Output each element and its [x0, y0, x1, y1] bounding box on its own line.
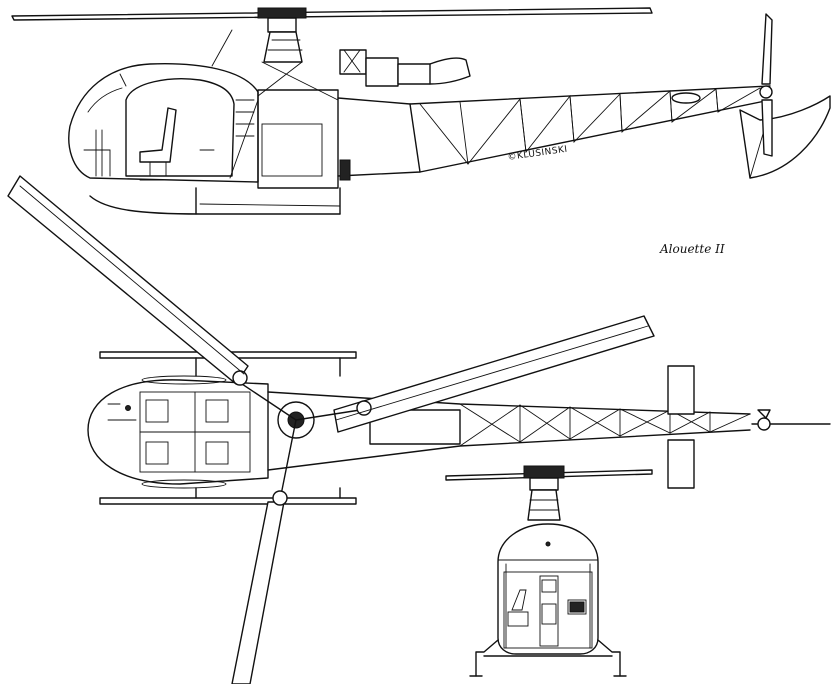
side-fuselage-frame [229, 49, 471, 189]
side-landing-gear [89, 187, 341, 215]
front-main-rotor [445, 465, 653, 521]
top-main-rotor [7, 175, 655, 684]
front-cabin [497, 523, 599, 655]
side-cockpit [68, 63, 259, 183]
top-cockpit [87, 375, 269, 489]
side-tail-boom [409, 85, 771, 173]
side-tail-fin [739, 13, 831, 179]
side-view: ©KLUSINSKI [11, 7, 831, 215]
side-antenna [211, 29, 233, 67]
drawing-title: Alouette II [660, 242, 725, 256]
front-landing-gear [469, 639, 627, 677]
top-view [7, 175, 831, 684]
top-tail-boom [267, 365, 831, 489]
side-main-rotor [11, 7, 653, 63]
front-view [445, 465, 653, 677]
